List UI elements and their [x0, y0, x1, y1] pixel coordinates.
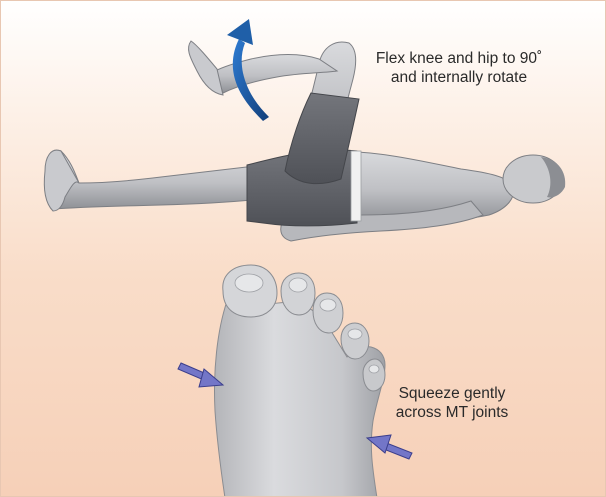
waistband	[351, 151, 361, 221]
foot-instruction-label: Squeeze gently across MT joints	[383, 384, 521, 422]
fourth-toe	[341, 323, 369, 359]
knee-hip-instruction-label: Flex knee and hip to 90˚ and internally …	[356, 49, 562, 87]
squeeze-arrow-right[interactable]	[367, 435, 412, 459]
second-toe-nail	[289, 278, 307, 292]
forefoot	[215, 293, 386, 497]
foot-closeup	[215, 265, 386, 497]
big-toe-nail	[235, 274, 263, 292]
fourth-toe-nail	[348, 329, 362, 339]
fifth-toe	[363, 359, 385, 391]
extended-leg	[53, 151, 263, 209]
raised-foot	[189, 41, 223, 95]
third-toe-nail	[320, 299, 336, 311]
fifth-toe-nail	[369, 365, 379, 373]
